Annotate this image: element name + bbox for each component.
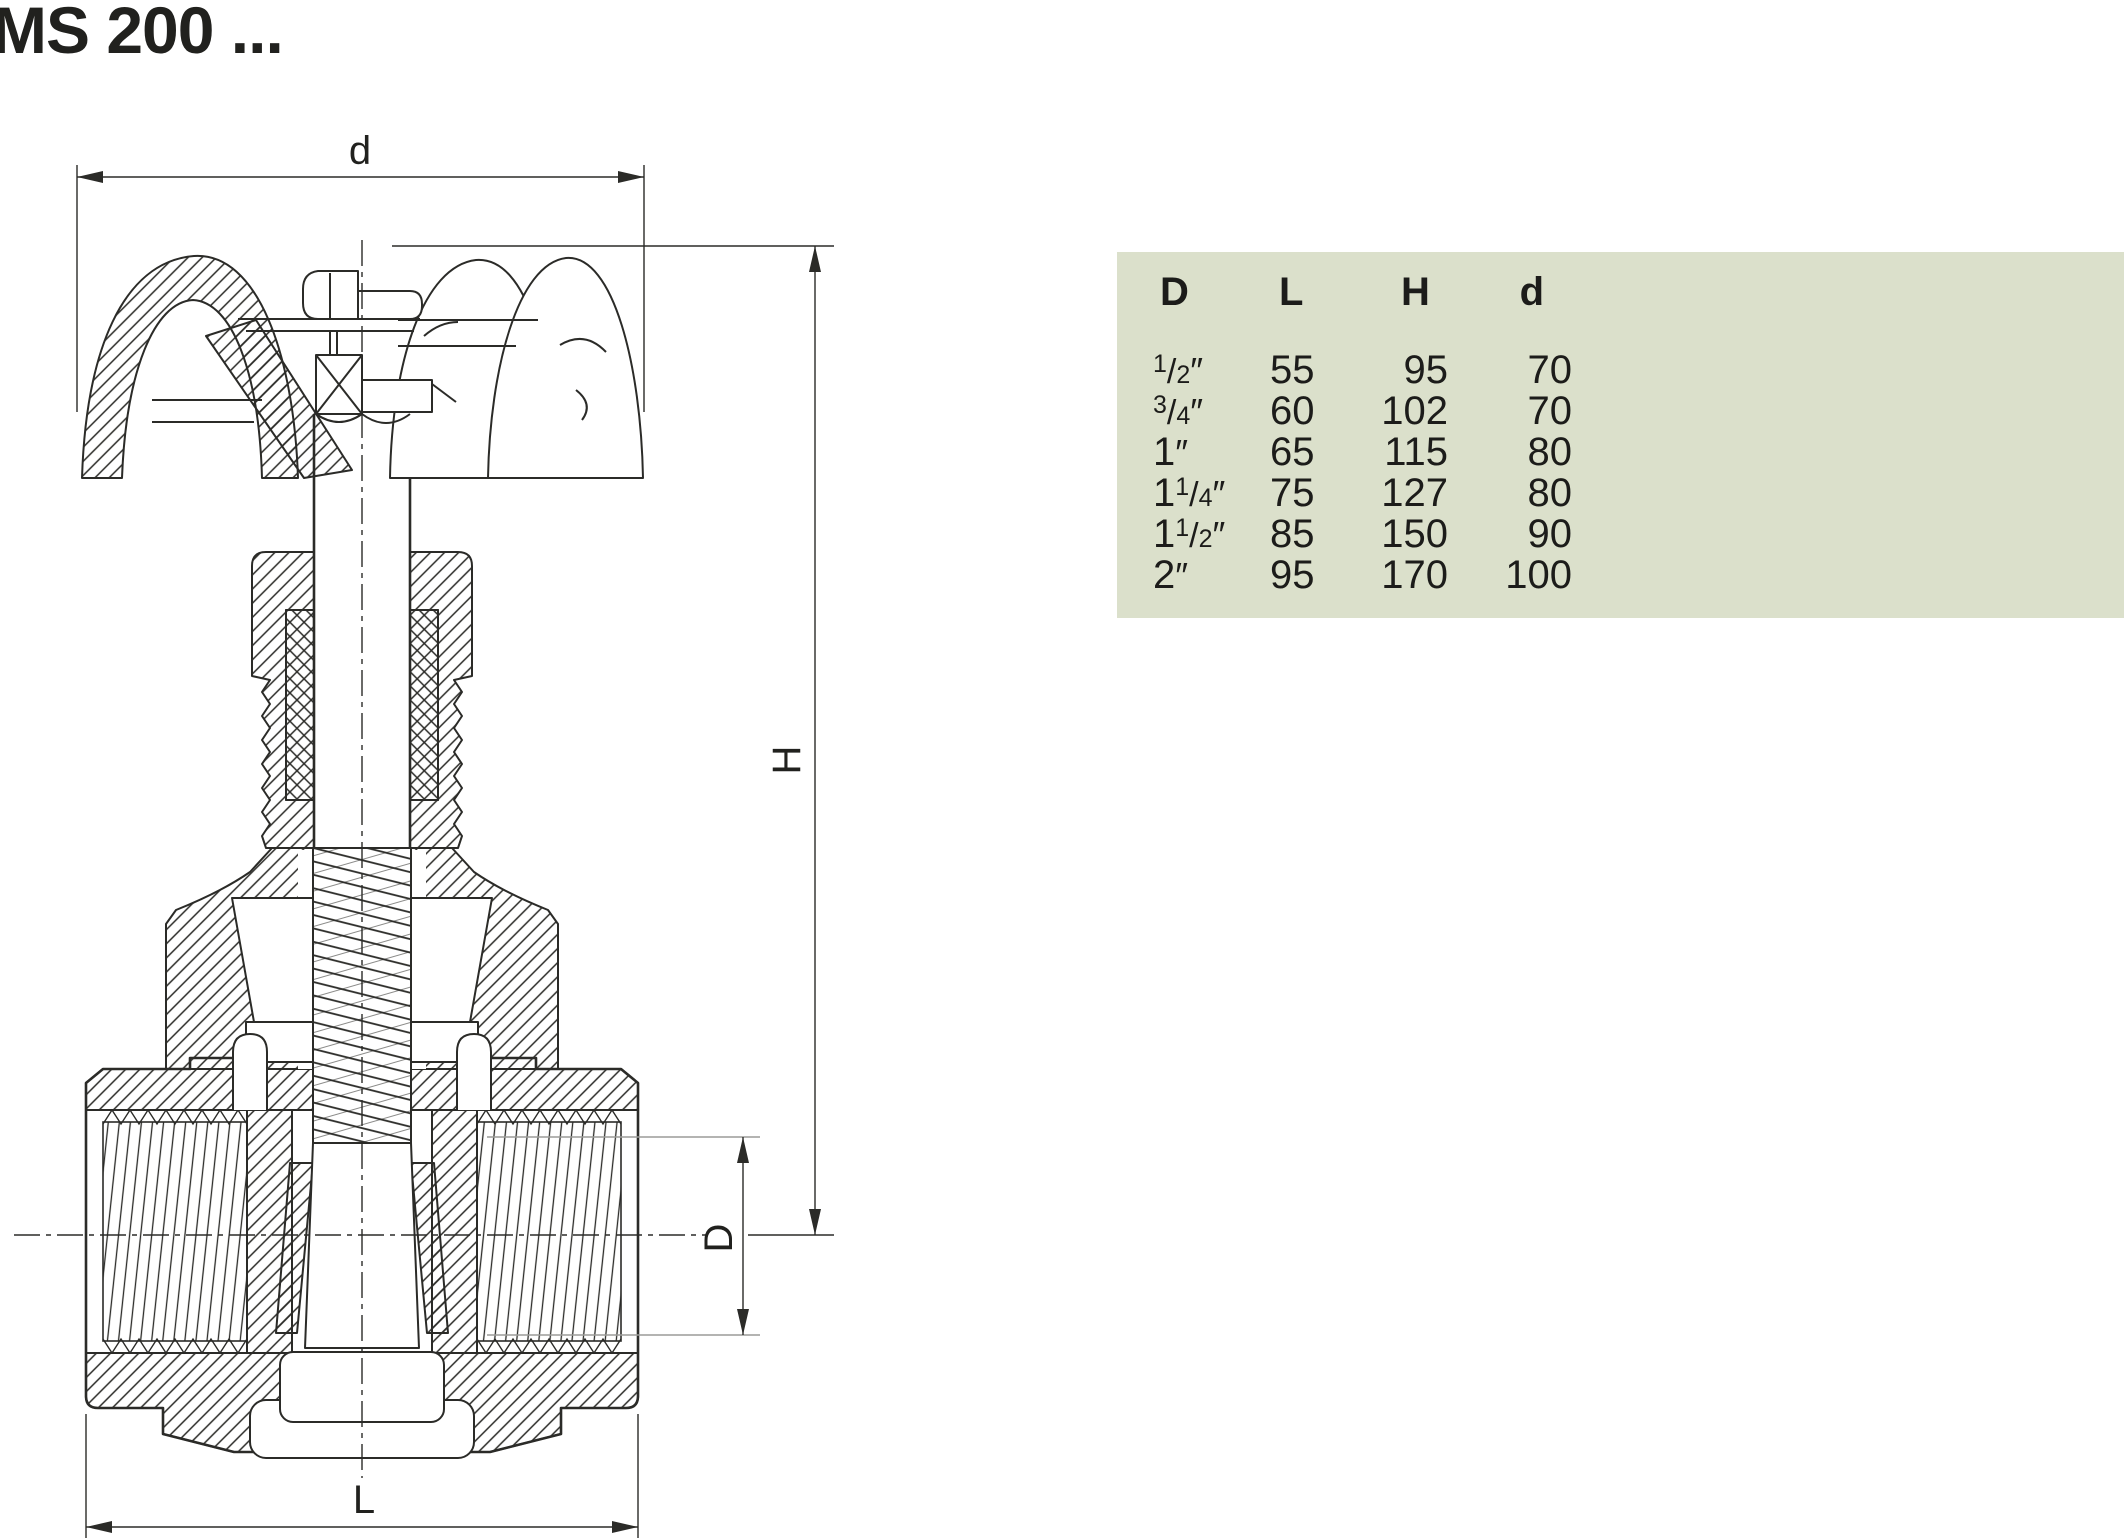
- thread-crest-bottom-left: [102, 1337, 248, 1355]
- table-row: 11/4″ 75 127 80: [1153, 467, 1572, 515]
- cell-d: 80: [1527, 471, 1573, 515]
- table-row: 2″ 95 170 100: [1153, 549, 1572, 597]
- cell-size: 3/4″: [1153, 391, 1204, 432]
- yoke-arch-right: [456, 1033, 492, 1110]
- cell-H: 127: [1381, 471, 1448, 515]
- table-row: 3/4″ 60 102 70: [1153, 385, 1572, 433]
- cell-H: 102: [1381, 389, 1448, 433]
- handwheel-hump-outer-right: [487, 256, 644, 479]
- cell-d: 100: [1505, 553, 1572, 597]
- table-row: 1″ 65 115 80: [1153, 426, 1572, 474]
- centerlines: [14, 240, 706, 1478]
- wedge-wall-left: [275, 1162, 314, 1334]
- dimension-table: D L H d 1/2″ 55 95 70 3/4″ 60 102 70 1″ …: [1153, 272, 1572, 597]
- table-row: 11/2″ 85 150 90: [1153, 508, 1572, 556]
- dimension-L: L: [85, 1414, 639, 1538]
- female-thread-right: [476, 1121, 622, 1342]
- dim-label-D: D: [697, 1224, 741, 1253]
- cell-d: 70: [1527, 389, 1573, 433]
- cell-L: 60: [1270, 389, 1315, 433]
- header-D: D: [1160, 270, 1189, 314]
- cell-size: 11/2″: [1153, 512, 1226, 556]
- dimension-H: H: [392, 245, 834, 1236]
- dimension-d: d: [76, 129, 645, 412]
- cell-L: 65: [1270, 430, 1315, 474]
- cell-d: 80: [1527, 430, 1573, 474]
- dimension-table-panel: D L H d 1/2″ 55 95 70 3/4″ 60 102 70 1″ …: [1117, 252, 2124, 618]
- handwheel-spoke-section: [205, 319, 353, 479]
- cell-L: 85: [1270, 512, 1315, 556]
- cell-H: 115: [1384, 430, 1448, 474]
- cell-size: 1″: [1153, 430, 1188, 474]
- cell-L: 95: [1270, 553, 1315, 597]
- cell-size: 1/2″: [1153, 350, 1204, 391]
- dimension-D: D: [487, 1136, 760, 1336]
- cell-L: 55: [1270, 348, 1315, 392]
- yoke-arch-left: [232, 1033, 268, 1110]
- gland-nut: [251, 551, 473, 849]
- cell-d: 70: [1527, 348, 1573, 392]
- header-H: H: [1401, 270, 1430, 314]
- cell-H: 95: [1403, 348, 1449, 392]
- dim-label-H: H: [765, 746, 809, 775]
- valve-technical-drawing: d H D L: [14, 129, 834, 1538]
- table-header-row: D L H d: [1153, 272, 1572, 314]
- cell-H: 170: [1381, 553, 1448, 597]
- dim-label-d: d: [349, 129, 371, 173]
- cell-size: 11/4″: [1153, 471, 1226, 515]
- header-d: d: [1519, 270, 1544, 314]
- female-thread-left: [102, 1121, 248, 1342]
- cell-H: 150: [1381, 512, 1448, 556]
- page-title: MS 200 ...: [0, 0, 284, 67]
- gate-wedge: [275, 1162, 449, 1334]
- thread-crest-top-left: [102, 1108, 248, 1126]
- table-row: 1/2″ 55 95 70: [1153, 344, 1572, 392]
- wedge-wall-right: [410, 1162, 449, 1334]
- header-L: L: [1279, 270, 1304, 314]
- thread-crest-bottom-right: [476, 1337, 622, 1355]
- cell-d: 90: [1527, 512, 1573, 556]
- thread-crest-top-right: [476, 1108, 622, 1126]
- stem-packing: [285, 609, 439, 801]
- cell-L: 75: [1270, 471, 1315, 515]
- dim-label-L: L: [353, 1478, 375, 1522]
- cell-size: 2″: [1153, 553, 1188, 597]
- handwheel: [81, 254, 644, 479]
